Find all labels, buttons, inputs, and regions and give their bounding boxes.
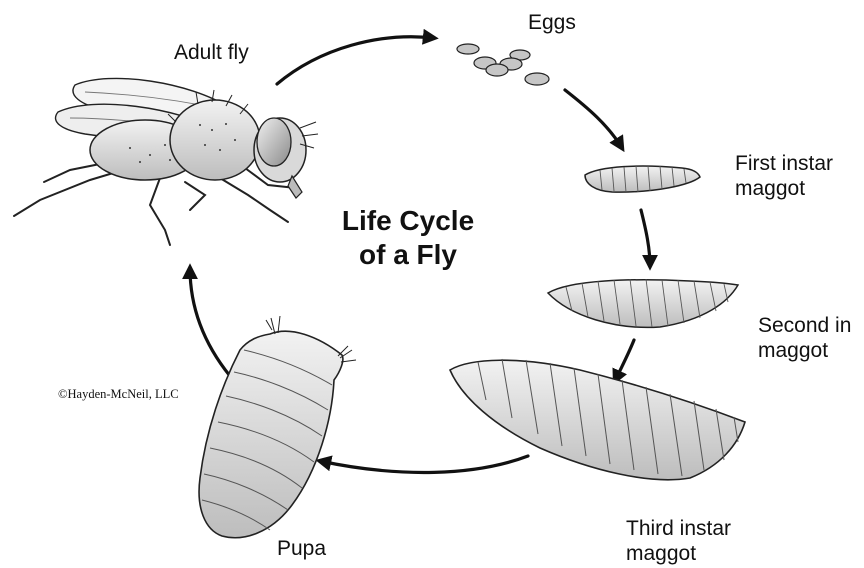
label-pupa: Pupa <box>277 536 326 561</box>
label-third-instar-line2: maggot <box>626 541 696 566</box>
arrow-pupa-to-adult <box>190 268 230 376</box>
diagram-title: Life Cycle of a Fly <box>308 204 508 272</box>
label-adult-fly: Adult fly <box>174 40 249 65</box>
adult-fly-illustration <box>14 78 318 245</box>
label-second-instar-line2: maggot <box>758 338 828 363</box>
label-third-instar-line1: Third instar <box>626 516 731 541</box>
title-line-2: of a Fly <box>308 238 508 272</box>
copyright-credit: ©Hayden-McNeil, LLC <box>58 387 179 402</box>
first-instar-maggot-illustration <box>585 166 700 192</box>
title-line-1: Life Cycle <box>308 204 508 238</box>
arrow-second-to-third-instar <box>615 340 634 381</box>
pupa-illustration <box>199 316 356 538</box>
label-first-instar-line1: First instar <box>735 151 833 176</box>
arrow-third-instar-to-pupa <box>320 456 528 472</box>
label-eggs: Eggs <box>528 10 576 35</box>
arrow-eggs-to-first-instar <box>565 90 622 148</box>
eggs-illustration <box>457 44 549 85</box>
arrow-first-to-second-instar <box>641 210 650 266</box>
arrow-adult-to-eggs <box>277 37 434 84</box>
second-instar-maggot-illustration <box>548 279 738 327</box>
third-instar-maggot-illustration <box>450 359 745 480</box>
label-second-instar-line1: Second in <box>758 313 851 338</box>
label-first-instar-line2: maggot <box>735 176 805 201</box>
